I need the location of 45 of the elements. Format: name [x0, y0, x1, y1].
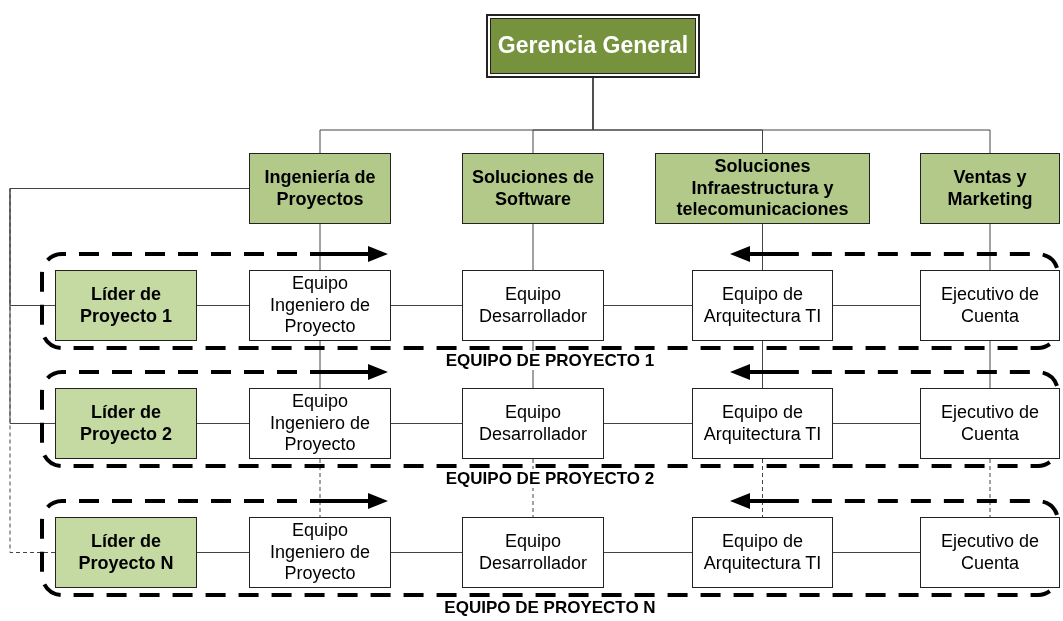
connector-line: [603, 423, 693, 424]
connector-line: [762, 223, 763, 271]
connector-line: [532, 458, 534, 518]
connector-line: [762, 340, 763, 389]
connector-line: [989, 223, 991, 271]
leader-box: Líder de Proyecto 2: [55, 388, 197, 459]
connector-line: [832, 305, 921, 306]
department-box: Ingeniería de Proyectos: [249, 153, 391, 224]
connector-line: [832, 423, 921, 424]
connector-line: [762, 458, 763, 518]
connector-line: [532, 223, 534, 271]
connector-line: [989, 458, 991, 518]
connector-line: [390, 305, 463, 306]
team-box: Ejecutivo de Cuenta: [920, 517, 1060, 588]
connector-line: [319, 458, 321, 518]
management-box: Gerencia General: [486, 14, 700, 78]
leader-box: Líder de Proyecto N: [55, 517, 197, 588]
team-box: Equipo Ingeniero de Proyecto: [249, 388, 391, 459]
connector-line: [832, 552, 921, 553]
connector-line: [196, 552, 250, 553]
connector-line: [196, 305, 250, 306]
connector-line: [532, 340, 534, 389]
team-box: Equipo de Arquitectura TI: [692, 517, 833, 588]
department-box: Soluciones de Software: [462, 153, 604, 224]
team-box: Equipo Desarrollador: [462, 270, 604, 341]
connector-line: [319, 223, 321, 271]
team-box: Equipo de Arquitectura TI: [692, 388, 833, 459]
team-box: Ejecutivo de Cuenta: [920, 270, 1060, 341]
connector-line: [603, 552, 693, 553]
leader-box: Líder de Proyecto 1: [55, 270, 197, 341]
connector-line: [603, 305, 693, 306]
team-box: Equipo Ingeniero de Proyecto: [249, 517, 391, 588]
team-box: Equipo Desarrollador: [462, 517, 604, 588]
connector-line: [196, 423, 250, 424]
connector-line: [390, 423, 463, 424]
connector-line: [319, 340, 321, 389]
department-box: Soluciones Infraestructura y telecomunicaciones: [655, 153, 870, 224]
connector-line: [989, 340, 991, 389]
team-box: Equipo Ingeniero de Proyecto: [249, 270, 391, 341]
connector-line: [390, 552, 463, 553]
connector-line: [592, 77, 991, 154]
team-box: Ejecutivo de Cuenta: [920, 388, 1060, 459]
team-box: Equipo de Arquitectura TI: [692, 270, 833, 341]
department-box: Ventas y Marketing: [920, 153, 1060, 224]
team-box: Equipo Desarrollador: [462, 388, 604, 459]
